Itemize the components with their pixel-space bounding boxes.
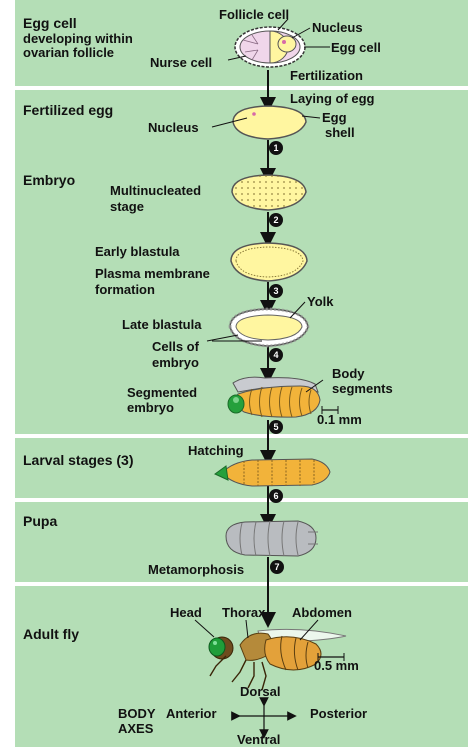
early-blastula-label: Early blastula — [95, 244, 180, 260]
body-segments-label-line2: segments — [332, 381, 393, 397]
segmented-embryo-label-line2: embryo — [127, 400, 174, 416]
step-5-marker: 5 — [269, 420, 283, 434]
cells-of-embryo-label-line2: embryo — [152, 355, 199, 371]
cells-of-embryo-label-line1: Cells of — [152, 339, 199, 355]
body-axes-label-line2: AXES — [118, 721, 153, 737]
early-blastula-drawing — [231, 243, 307, 281]
nucleus-label-top: Nucleus — [312, 20, 363, 36]
dorsal-label: Dorsal — [240, 684, 280, 700]
body-axes-label-line1: BODY — [118, 706, 156, 722]
egg-shell-label-line1: Egg — [322, 110, 347, 126]
nurse-cell-label: Nurse cell — [150, 55, 212, 71]
multinucleated-label-line2: stage — [110, 199, 144, 215]
larval-stages-title: Larval stages (3) — [23, 452, 134, 468]
egg-cell-follicle-drawing — [235, 27, 305, 67]
posterior-label: Posterior — [310, 706, 367, 722]
ventral-label: Ventral — [237, 732, 280, 748]
step-7-marker: 7 — [270, 560, 284, 574]
metamorphosis-label: Metamorphosis — [148, 562, 244, 578]
plasma-membrane-label-line1: Plasma membrane — [95, 266, 210, 282]
egg-cell-subtitle-line2: ovarian follicle — [23, 45, 114, 61]
scale-label-0-5mm: 0.5 mm — [314, 658, 359, 674]
step-6-marker: 6 — [269, 489, 283, 503]
egg-shell-label-line2: shell — [325, 125, 355, 141]
scale-label-0-1mm: 0.1 mm — [317, 412, 362, 428]
step-1-marker: 1 — [269, 141, 283, 155]
hatching-label: Hatching — [188, 443, 244, 459]
pupa-drawing — [226, 521, 318, 556]
multinucleated-label-line1: Multinucleated — [110, 183, 201, 199]
anterior-label: Anterior — [166, 706, 217, 722]
follicle-cell-label: Follicle cell — [219, 7, 289, 23]
multinucleated-embryo-drawing — [232, 175, 306, 210]
body-segments-label-line1: Body — [332, 366, 365, 382]
laying-of-egg-label: Laying of egg — [290, 91, 375, 107]
adult-fly-title: Adult fly — [23, 626, 79, 642]
step-4-marker: 4 — [269, 348, 283, 362]
egg-cell-title: Egg cell — [23, 15, 77, 31]
embryo-title: Embryo — [23, 172, 75, 188]
segmented-embryo-label-line1: Segmented — [127, 385, 197, 401]
fertilized-egg-drawing — [233, 106, 306, 139]
late-blastula-drawing — [230, 309, 308, 346]
plasma-membrane-label-line2: formation — [95, 282, 155, 298]
step-2-marker: 2 — [269, 213, 283, 227]
thorax-label: Thorax — [222, 605, 265, 621]
yolk-label: Yolk — [307, 294, 334, 310]
larva-drawing — [215, 459, 330, 486]
nucleus-label-egg: Nucleus — [148, 120, 199, 136]
egg-cell-label: Egg cell — [331, 40, 381, 56]
head-label: Head — [170, 605, 202, 621]
late-blastula-label: Late blastula — [122, 317, 201, 333]
pupa-title: Pupa — [23, 513, 57, 529]
abdomen-label: Abdomen — [292, 605, 352, 621]
step-3-marker: 3 — [269, 284, 283, 298]
segmented-embryo-drawing — [228, 377, 320, 417]
fertilization-label: Fertilization — [290, 68, 363, 84]
fertilized-egg-title: Fertilized egg — [23, 102, 113, 118]
